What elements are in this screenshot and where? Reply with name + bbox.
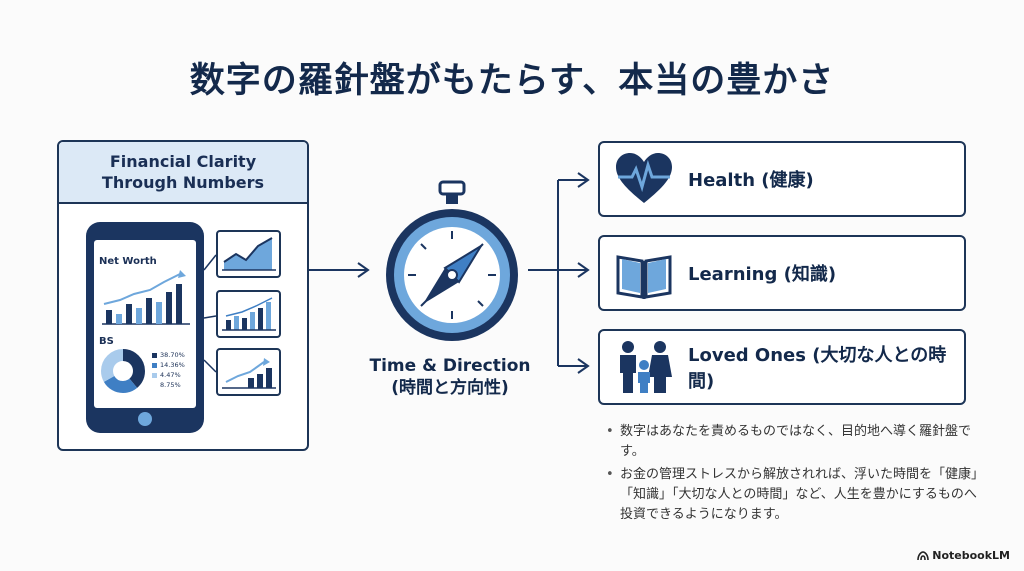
bar-chart-icon bbox=[222, 297, 276, 331]
panel-heading-line1: Financial Clarity bbox=[109, 152, 257, 171]
trend-chart-icon bbox=[222, 358, 276, 389]
compass-caption-line2: (時間と方向性) bbox=[391, 378, 509, 398]
phone-home-button bbox=[138, 412, 152, 426]
net-worth-label: Net Worth bbox=[99, 256, 157, 267]
heart-pulse-icon bbox=[616, 153, 672, 203]
area-chart-icon bbox=[222, 237, 276, 271]
trend-chart-card bbox=[216, 348, 281, 396]
panel-heading-line2: Through Numbers bbox=[101, 173, 265, 192]
net-worth-bar-chart-icon bbox=[102, 270, 190, 325]
brand-badge: NotebookLM bbox=[917, 549, 1010, 562]
legend-item: 14.36% bbox=[160, 361, 185, 369]
compass-caption-line1: Time & Direction bbox=[369, 356, 531, 376]
bullet-text: 数字はあなたを責めるものではなく、目的地へ導く羅針盤です。 bbox=[620, 424, 972, 459]
bullet-list: •数字はあなたを責めるものではなく、目的地へ導く羅針盤です。 •お金の管理ストレ… bbox=[606, 422, 978, 528]
legend-item: 38.70% bbox=[160, 351, 185, 359]
bullet-text: お金の管理ストレスから解放されれば、浮いた時間を「健康」「知識」「大切な人との時… bbox=[620, 467, 978, 522]
legend-item: 4.47% bbox=[160, 371, 181, 379]
bullet-item: •お金の管理ストレスから解放されれば、浮いた時間を「健康」「知識」「大切な人との… bbox=[606, 465, 978, 525]
page-title: 数字の羅針盤がもたらす、本当の豊かさ bbox=[189, 61, 835, 101]
outcome-label: Loved Ones (大切な人との時間) bbox=[688, 345, 947, 392]
outcome-learning: Learning (知識) bbox=[598, 235, 966, 311]
bullet-item: •数字はあなたを責めるものではなく、目的地へ導く羅針盤です。 bbox=[606, 422, 978, 462]
panel-heading: Financial Clarity Through Numbers bbox=[59, 142, 307, 204]
outcome-health: Health (健康) bbox=[598, 141, 966, 217]
smartphone-icon: Net Worth BS 38.70% 14.36% 4.47% 8.75% bbox=[86, 222, 204, 433]
donut-legend: 38.70% 14.36% 4.47% 8.75% bbox=[152, 350, 185, 390]
donut-chart-icon bbox=[101, 349, 145, 393]
outcome-loved-ones: Loved Ones (大切な人との時間) bbox=[598, 329, 966, 405]
phone-screen: Net Worth BS 38.70% 14.36% 4.47% 8.75% bbox=[94, 240, 196, 408]
notebooklm-logo-icon bbox=[917, 550, 930, 560]
bs-label: BS bbox=[99, 336, 114, 347]
compass-caption: Time & Direction (時間と方向性) bbox=[355, 355, 545, 399]
area-chart-card bbox=[216, 230, 281, 278]
open-book-icon bbox=[616, 255, 672, 299]
outcome-label: Learning (知識) bbox=[688, 264, 837, 285]
legend-item: 8.75% bbox=[160, 381, 181, 389]
compass-icon bbox=[386, 180, 518, 341]
brand-name: NotebookLM bbox=[932, 549, 1010, 562]
bar-chart-card bbox=[216, 290, 281, 338]
family-icon bbox=[620, 341, 672, 393]
outcome-label: Health (健康) bbox=[688, 170, 814, 191]
